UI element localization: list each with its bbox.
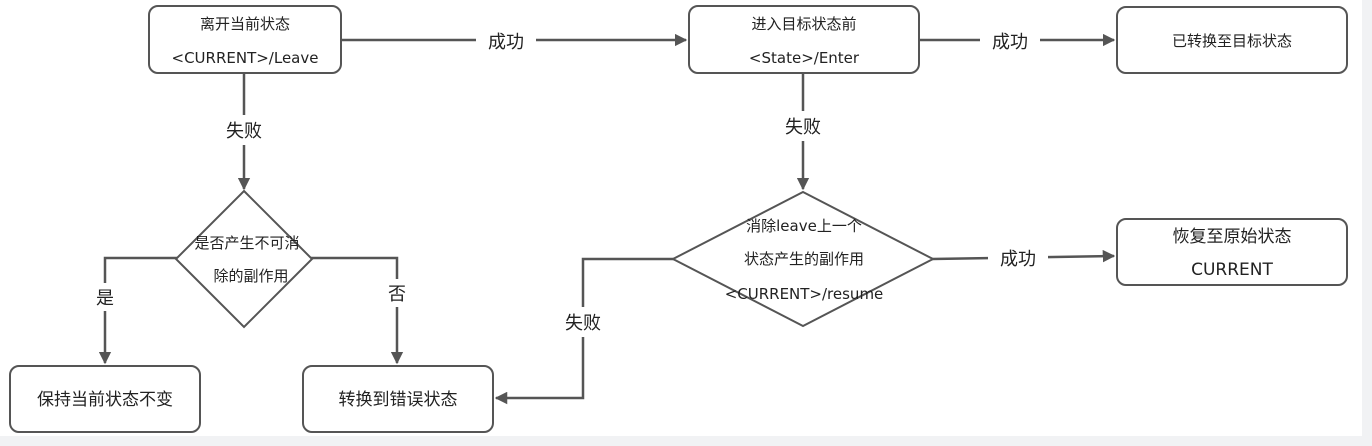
edge-no: 否 [310,256,412,365]
edge-leave-fail: 失败 [219,73,269,191]
edge-resume-fail: 失败 [494,257,674,405]
edge-label-fail: 失败 [565,313,601,334]
decision-irreversible-line1: 是否产生不可消 [194,234,299,252]
edge-leave-success: 成功 [341,26,688,56]
node-keep: 保持当前状态不变 [9,365,201,433]
edge-enter-fail: 失败 [778,73,828,191]
diagram-canvas: 成功 成功 失败 失败 是 否 成功 失败 离开当前状态 <CURRENT [0,0,1362,436]
node-error: 转换到错误状态 [302,365,494,433]
decision-resume-line2: 状态产生的副作用 [744,250,864,268]
edge-label-success: 成功 [992,32,1028,53]
node-leave: 离开当前状态 <CURRENT>/Leave [148,5,342,74]
node-restore-code: CURRENT [1191,260,1273,280]
node-leave-code: <CURRENT>/Leave [172,49,319,67]
edge-label-success: 成功 [488,32,524,53]
node-restore-title: 恢复至原始状态 [1173,227,1292,247]
node-restore: 恢复至原始状态 CURRENT [1116,218,1348,286]
decision-irreversible-line2: 除的副作用 [213,267,288,285]
edge-enter-success: 成功 [919,26,1116,56]
node-keep-title: 保持当前状态不变 [37,390,173,410]
edge-label-fail: 失败 [785,117,821,138]
node-enter-title: 进入目标状态前 [751,15,856,33]
node-switched-title: 已转换至目标状态 [1172,32,1292,50]
node-error-title: 转换到错误状态 [339,390,458,410]
node-enter: 进入目标状态前 <State>/Enter [688,5,920,74]
node-irreversible-decision: 是否产生不可消 除的副作用 [174,189,314,329]
node-leave-title: 离开当前状态 [200,15,290,33]
edge-yes: 是 [90,256,178,365]
edge-label-success: 成功 [1000,249,1036,270]
decision-resume-code: <CURRENT>/resume [725,285,884,303]
edge-resume-success: 成功 [931,243,1116,273]
node-switched: 已转换至目标状态 [1116,6,1348,74]
decision-resume-line1: 消除leave上一个 [746,217,862,235]
edge-label-fail: 失败 [226,121,262,142]
node-resume-decision: 消除leave上一个 状态产生的副作用 <CURRENT>/resume [670,190,936,328]
node-enter-code: <State>/Enter [749,49,860,67]
edge-label-yes: 是 [96,288,114,309]
flowchart: 成功 成功 失败 失败 是 否 成功 失败 离开当前状态 <CURRENT [9,5,1348,433]
edge-label-no: 否 [388,284,406,305]
